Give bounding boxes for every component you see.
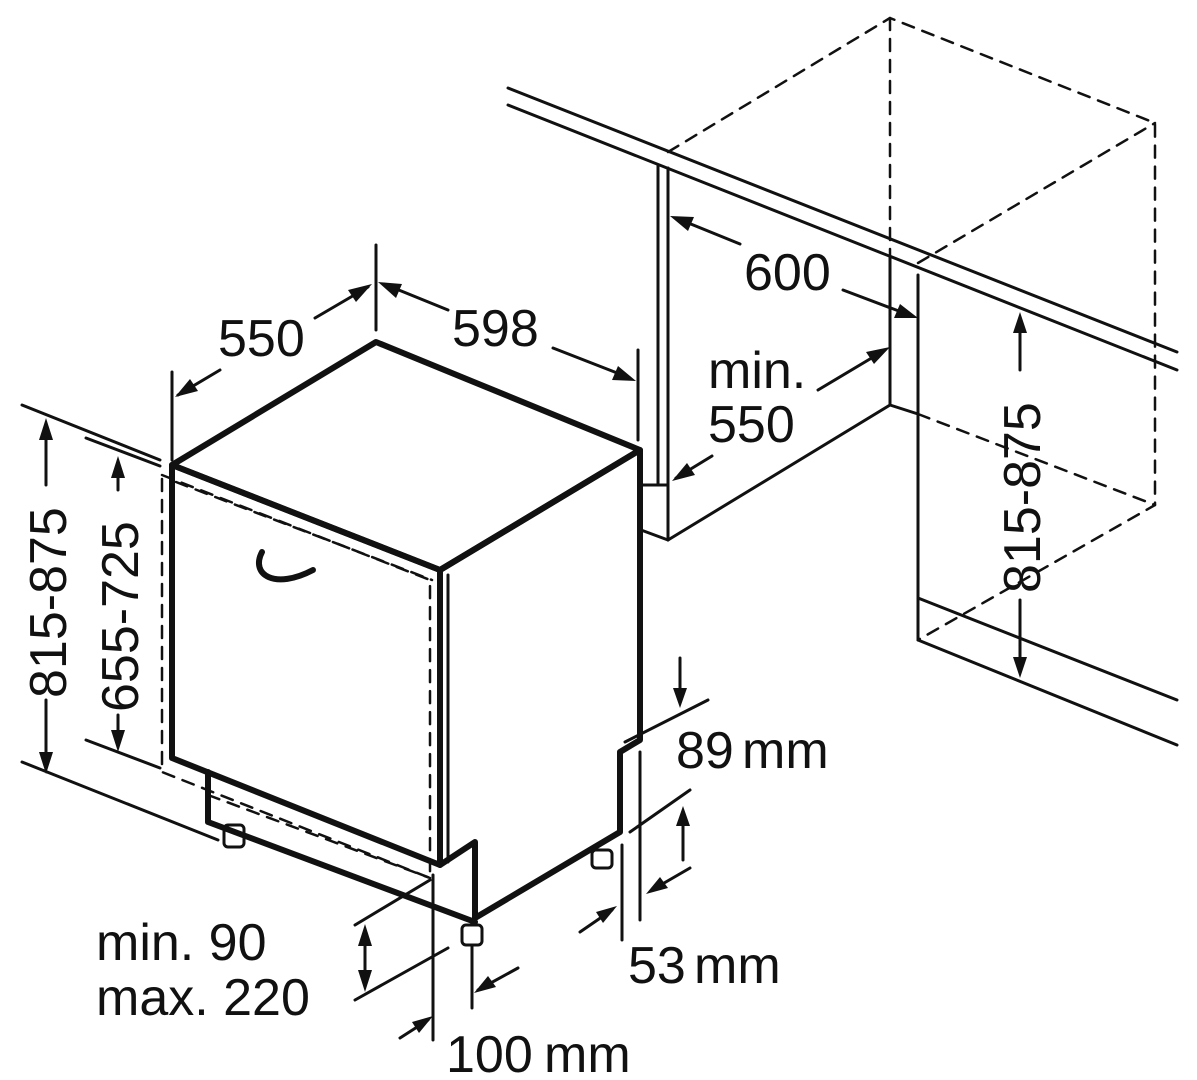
label-appliance-width: 598 xyxy=(452,300,539,358)
label-plinth-height-line1: min. 90 xyxy=(96,914,267,972)
label-niche-height: 815-875 xyxy=(994,402,1052,593)
label-plinth-top-unit: mm xyxy=(742,722,829,780)
label-niche-width: 600 xyxy=(744,244,831,302)
label-plinth-setback-unit: mm xyxy=(544,1026,631,1080)
dishwasher-body xyxy=(160,339,643,947)
dimension-labels: 550 598 600 min. 550 815-875 815-875 655… xyxy=(20,244,1052,1080)
label-plinth-setback-value: 100 xyxy=(446,1026,533,1080)
label-niche-depth-line2: 550 xyxy=(708,396,795,454)
label-niche-depth-line1: min. xyxy=(708,342,806,400)
door-handle-icon xyxy=(256,549,316,583)
label-plinth-top-value: 89 xyxy=(676,722,734,780)
label-appliance-height: 815-875 xyxy=(20,507,78,698)
label-door-height: 655-725 xyxy=(92,521,150,712)
label-appliance-depth: 550 xyxy=(218,310,305,368)
dimension-lines xyxy=(20,216,1027,1042)
label-plinth-height-line2: max. 220 xyxy=(96,969,310,1027)
label-plinth-bottom-unit: mm xyxy=(694,937,781,995)
kitchen-niche xyxy=(506,16,1179,747)
label-plinth-bottom-value: 53 xyxy=(628,937,686,995)
adjustable-foot-icon xyxy=(222,823,614,947)
